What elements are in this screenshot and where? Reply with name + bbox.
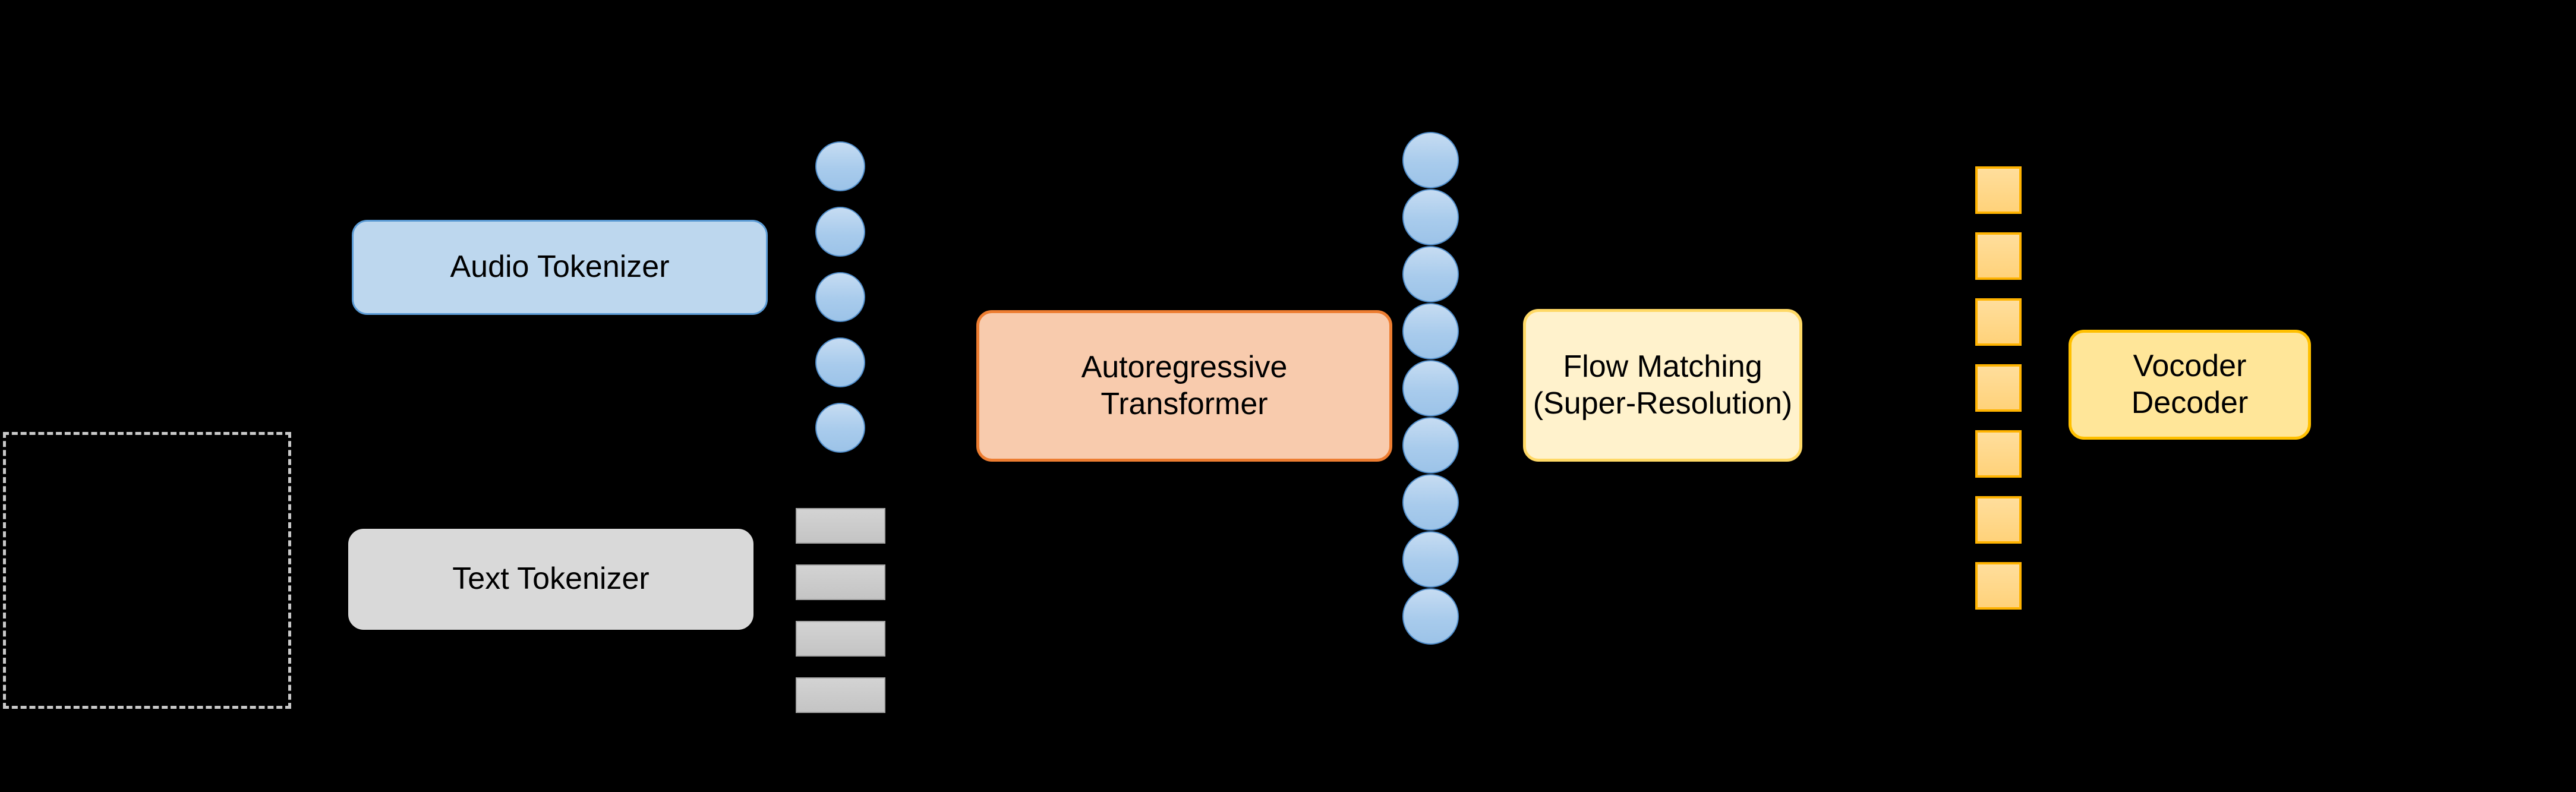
- token-circle: [815, 337, 865, 387]
- token-bar: [796, 677, 885, 713]
- token-square: [1975, 298, 2022, 346]
- token-circle: [1402, 246, 1459, 302]
- token-bar: [796, 621, 885, 657]
- vocoder-decoder-box[interactable]: Vocoder Decoder: [2069, 330, 2311, 440]
- token-square: [1975, 562, 2022, 610]
- flow-matching-box[interactable]: Flow Matching (Super-Resolution): [1523, 309, 1802, 462]
- autoregressive-transformer-box[interactable]: Autoregressive Transformer: [976, 310, 1392, 462]
- token-square: [1975, 430, 2022, 478]
- text-tokenizer-box[interactable]: Text Tokenizer: [348, 529, 753, 630]
- token-circle: [1402, 417, 1459, 474]
- token-circle: [815, 272, 865, 322]
- token-square: [1975, 496, 2022, 544]
- token-bar: [796, 564, 885, 600]
- token-circle: [1402, 132, 1459, 188]
- token-circle: [815, 207, 865, 257]
- token-bar: [796, 508, 885, 544]
- token-circle: [1402, 588, 1459, 645]
- token-circle: [1402, 531, 1459, 588]
- audio-tokenizer-box[interactable]: Audio Tokenizer: [352, 220, 768, 315]
- token-square: [1975, 166, 2022, 214]
- token-circle: [1402, 360, 1459, 416]
- token-circle: [815, 403, 865, 453]
- token-circle: [1402, 474, 1459, 531]
- token-circle: [1402, 303, 1459, 359]
- token-square: [1975, 232, 2022, 280]
- token-circle: [1402, 189, 1459, 245]
- token-circle: [815, 141, 865, 191]
- token-square: [1975, 364, 2022, 412]
- input-region-dashed-box: [3, 432, 291, 709]
